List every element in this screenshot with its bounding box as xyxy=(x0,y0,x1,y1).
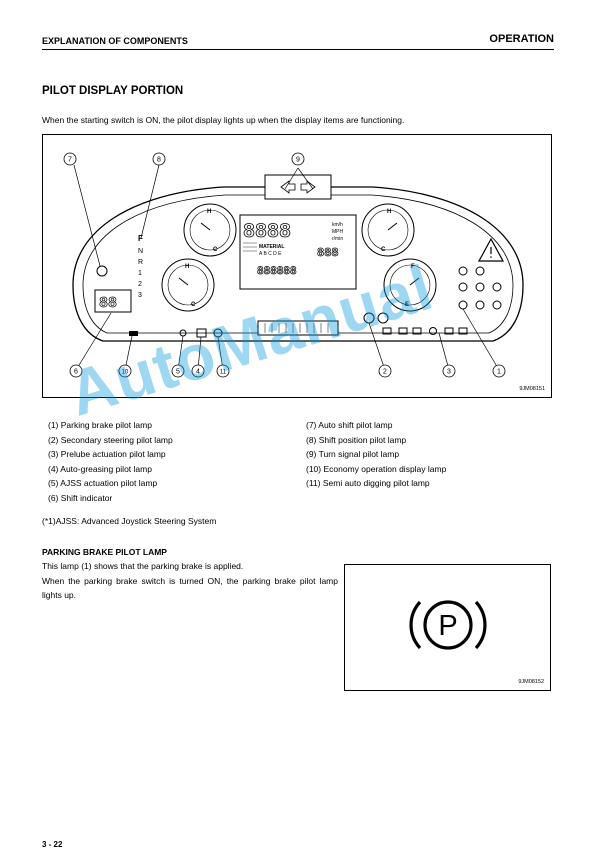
callout-5: 5 xyxy=(176,369,180,376)
header-rule xyxy=(42,49,554,50)
gauge-mark-h2: H xyxy=(185,264,189,270)
callout-2: 2 xyxy=(383,369,387,376)
gauge-mark-f: F xyxy=(411,264,415,270)
lcd-material-label: MATERIAL xyxy=(259,244,284,250)
callout-1: 1 xyxy=(497,369,501,376)
lcd-unit-rmin: r/min xyxy=(332,236,343,242)
shift-indicator-digits: 88 xyxy=(99,295,117,312)
legend-item-6: (6) Shift indicator xyxy=(48,492,113,503)
shift-number-3: 3 xyxy=(138,292,142,299)
callout-8: 8 xyxy=(157,157,161,164)
shift-letter-f: F xyxy=(138,234,143,243)
figure1-id: 9JM08151 xyxy=(519,386,545,392)
callout-10: 10 xyxy=(122,370,129,376)
legend-item-9: (9) Turn signal pilot lamp xyxy=(306,449,400,460)
legend-item-3: (3) Prelube actuation pilot lamp xyxy=(48,449,166,460)
figure2-id: 9JM08152 xyxy=(518,679,544,685)
lcd-unit-kmh: km/h xyxy=(332,222,343,228)
gauge-mark-c1: C xyxy=(213,247,218,253)
gauge-mark-h3: H xyxy=(387,209,391,215)
callout-6: 6 xyxy=(74,369,78,376)
shift-number-2: 2 xyxy=(138,281,142,288)
lcd-unit-mph: MPH xyxy=(332,229,344,235)
legend-item-11: (11) Semi auto digging pilot lamp xyxy=(306,478,430,489)
legend-item-10: (10) Economy operation display lamp xyxy=(306,463,447,474)
header-chapter-label: OPERATION xyxy=(489,33,554,45)
legend-left-column: (1) Parking brake pilot lamp (2) Seconda… xyxy=(48,418,173,506)
parking-brake-line-2: When the parking brake switch is turned … xyxy=(42,575,338,601)
parking-brake-description: This lamp (1) shows that the parking bra… xyxy=(42,559,338,603)
lcd-letters: A B C D E xyxy=(259,251,282,257)
ajss-footnote: (*1)AJSS: Advanced Joystick Steering Sys… xyxy=(42,516,217,526)
legend-item-4: (4) Auto-greasing pilot lamp xyxy=(48,463,152,474)
legend-item-8: (8) Shift position pilot lamp xyxy=(306,434,407,445)
callout-4: 4 xyxy=(196,369,200,376)
lcd-small-digits: 888 xyxy=(317,246,339,260)
parking-brake-title: PARKING BRAKE PILOT LAMP xyxy=(42,547,167,557)
parking-brake-figure: P 9JM08152 xyxy=(344,564,551,691)
pilot-display-figure: H C H C H C F E 8888 km/h MPH r/min MATE… xyxy=(42,134,552,398)
shift-number-1: 1 xyxy=(138,270,142,277)
intro-text: When the starting switch is ON, the pilo… xyxy=(42,115,405,125)
instrument-panel-drawing: H C H C H C F E 8888 km/h MPH r/min MATE… xyxy=(63,152,524,378)
legend-item-2: (2) Secondary steering pilot lamp xyxy=(48,434,173,445)
lcd-top-digits: 8888 xyxy=(243,221,291,244)
page-number: 3 - 22 xyxy=(42,840,63,849)
callout-3: 3 xyxy=(447,369,451,376)
parking-brake-line-1: This lamp (1) shows that the parking bra… xyxy=(42,561,244,571)
gauge-mark-c2: C xyxy=(191,302,196,308)
header-section-label: EXPLANATION OF COMPONENTS xyxy=(42,36,188,46)
callout-7: 7 xyxy=(68,157,72,164)
callout-11: 11 xyxy=(220,370,227,376)
shift-letter-r: R xyxy=(138,259,143,266)
legend-item-1: (1) Parking brake pilot lamp xyxy=(48,420,152,430)
section-title: PILOT DISPLAY PORTION xyxy=(42,85,184,97)
shift-letter-n: N xyxy=(138,248,143,255)
legend-item-5: (5) AJSS actuation pilot lamp xyxy=(48,478,158,489)
parking-brake-icon: P xyxy=(409,600,487,650)
gauge-mark-e: E xyxy=(405,302,409,308)
legend-item-7: (7) Auto shift pilot lamp xyxy=(306,420,393,430)
parking-brake-symbol-letter: P xyxy=(438,610,457,642)
legend-right-column: (7) Auto shift pilot lamp (8) Shift posi… xyxy=(306,418,446,491)
callout-9: 9 xyxy=(296,157,300,164)
gauge-mark-c3: C xyxy=(381,247,386,253)
gauge-mark-h1: H xyxy=(207,209,211,215)
lcd-bottom-digits: 888888 xyxy=(257,266,297,278)
